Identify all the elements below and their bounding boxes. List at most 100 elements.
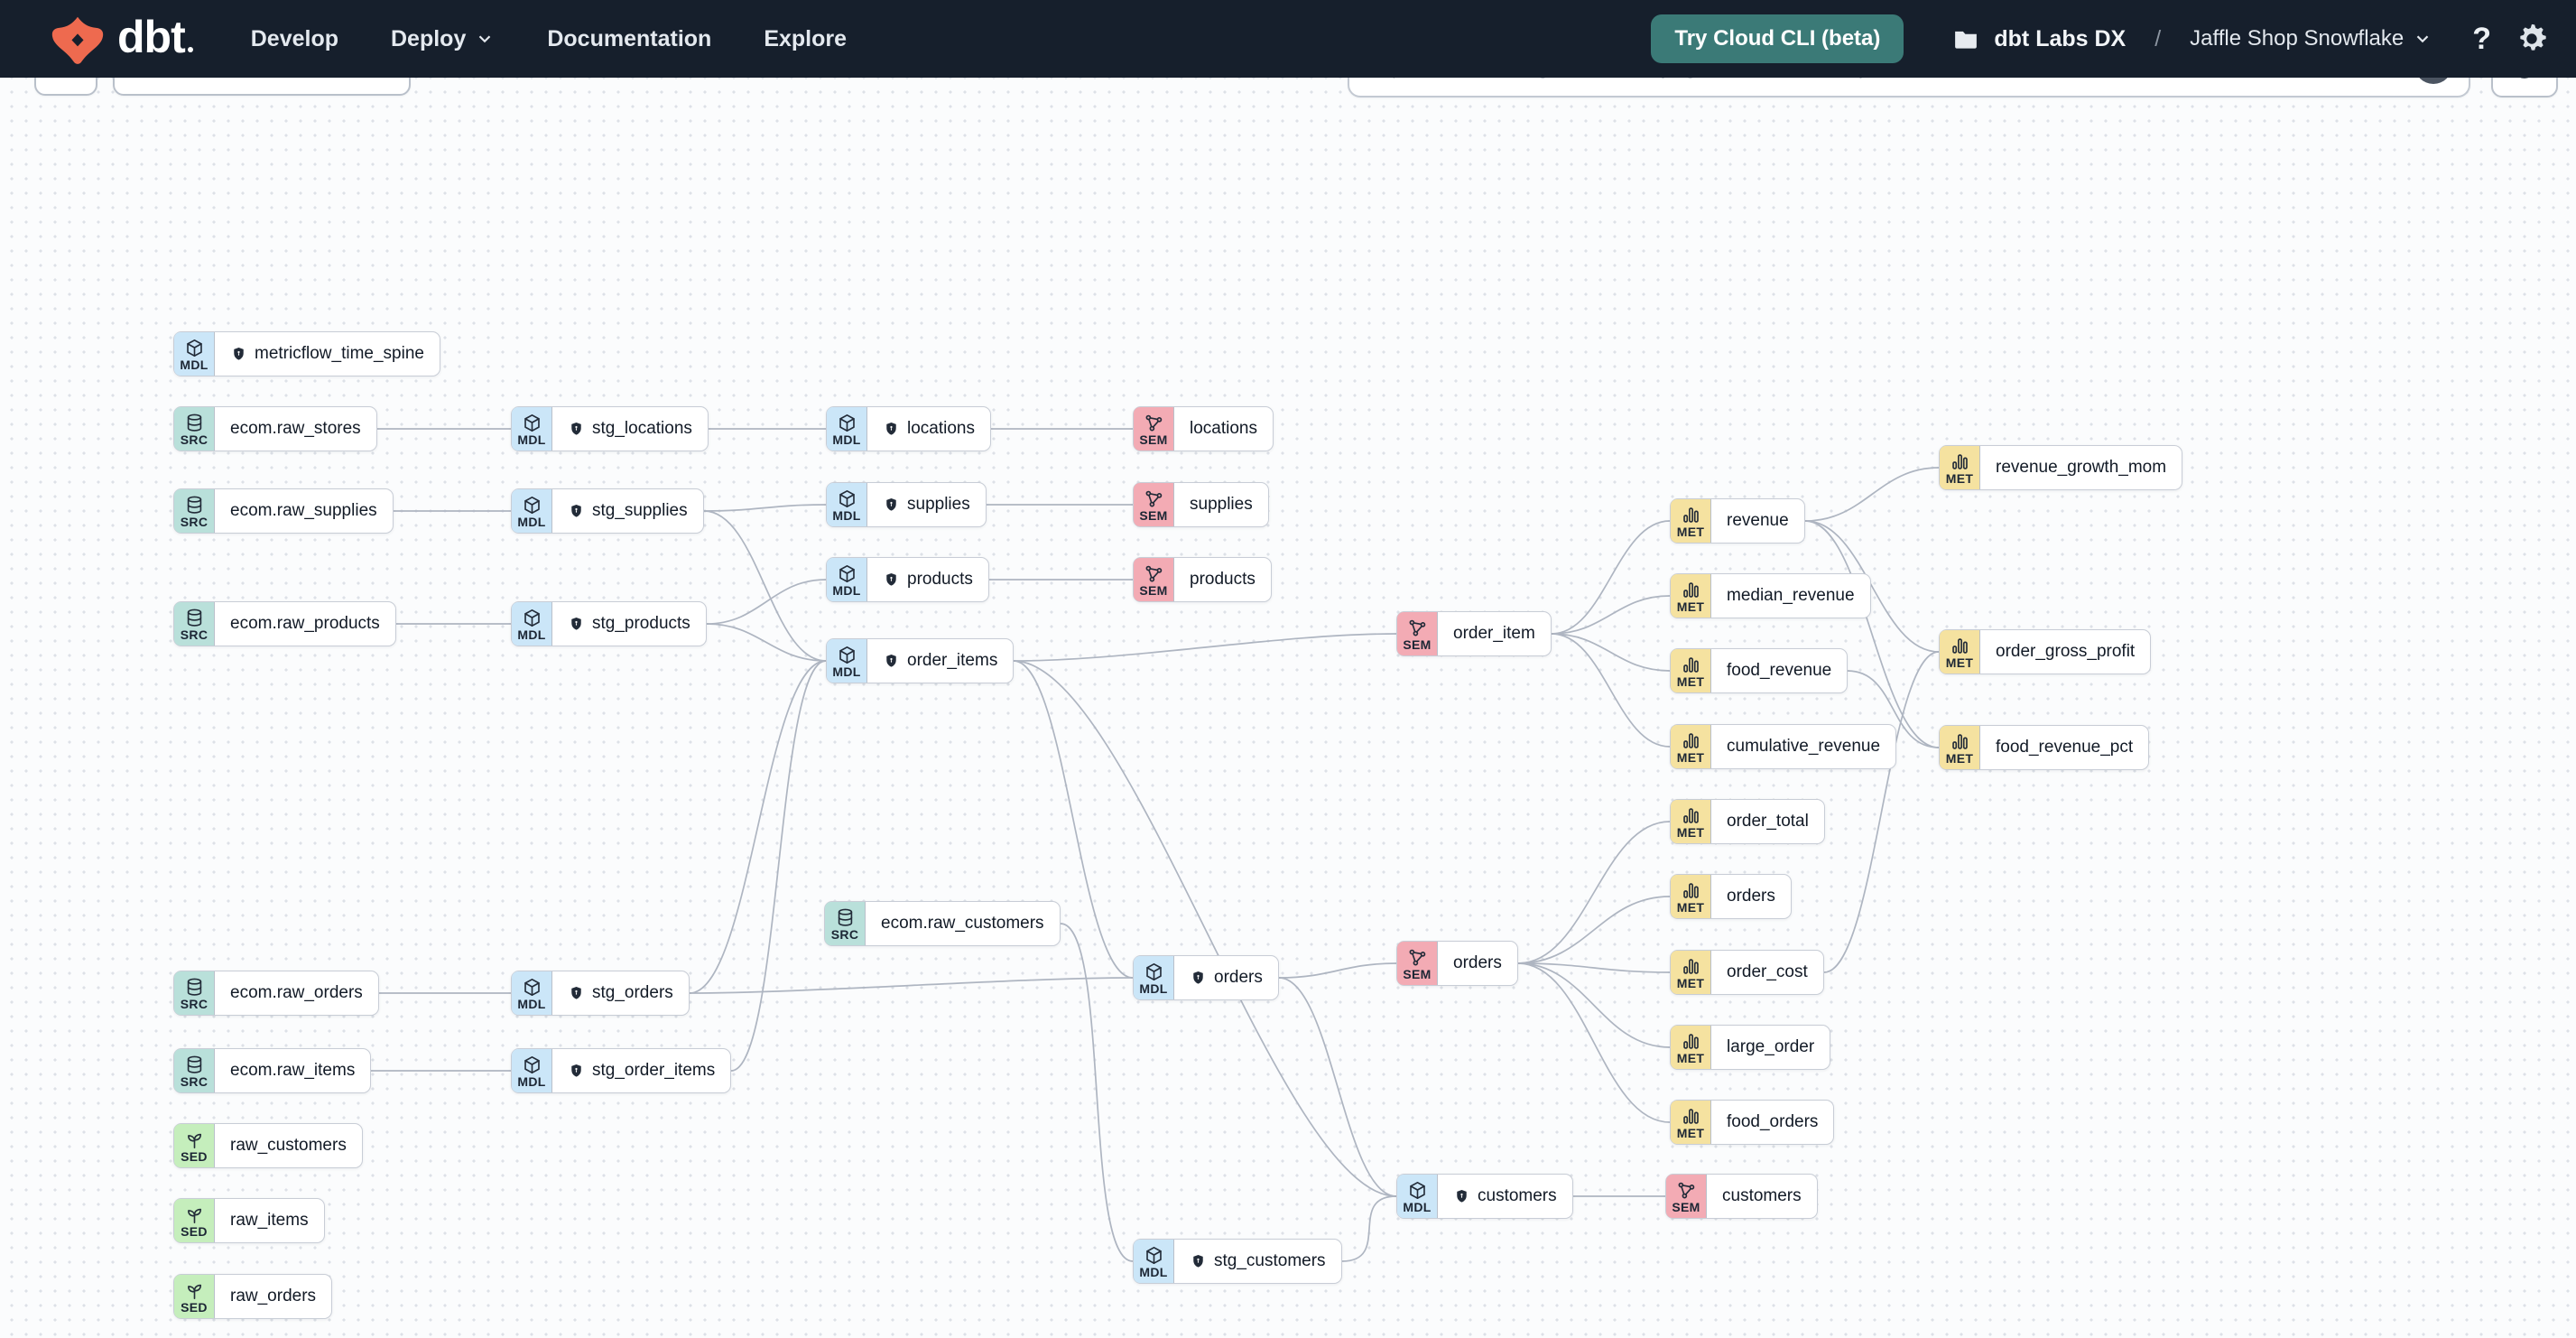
seed-icon: SED	[174, 1275, 215, 1318]
model-cube-icon: MDL	[512, 407, 552, 451]
model-cube-icon: MDL	[1397, 1175, 1438, 1218]
node-label: stg_order_items	[552, 1049, 730, 1092]
metric-icon: MET	[1940, 630, 1980, 674]
graph-node-order_gross_profit[interactable]: MET order_gross_profit	[1939, 629, 2152, 674]
folder-icon	[1955, 31, 1978, 49]
node-label: products	[867, 558, 988, 601]
node-label: orders	[1727, 887, 1775, 906]
model-cube-icon: MDL	[827, 483, 867, 526]
node-label: order_gross_profit	[1996, 642, 2136, 661]
graph-node-food_revenue[interactable]: MET food_revenue	[1670, 648, 1849, 693]
node-label: ecom.raw_stores	[230, 419, 361, 438]
semantic-model-icon: SEM	[1134, 558, 1174, 601]
graph-node-ecom.raw_products[interactable]: SRC ecom.raw_products	[173, 601, 396, 646]
source-database-icon: SRC	[174, 971, 215, 1015]
node-label: customers	[1722, 1186, 1802, 1205]
node-label: median_revenue	[1727, 586, 1855, 605]
breadcrumb-separator: /	[2154, 25, 2162, 51]
shield-icon	[571, 986, 581, 999]
node-label: food_revenue	[1727, 661, 1832, 680]
metric-icon: MET	[1671, 499, 1711, 543]
node-label: orders	[1453, 953, 1502, 972]
node-label: food_orders	[1727, 1112, 1819, 1131]
try-cloud-cli-button[interactable]: Try Cloud CLI (beta)	[1651, 14, 1904, 63]
graph-node-food_orders[interactable]: MET food_orders	[1670, 1100, 1835, 1145]
node-label: locations	[1190, 419, 1257, 438]
node-label: stg_customers	[1174, 1240, 1341, 1283]
graph-node-orders_sem[interactable]: SEM orders	[1396, 941, 1518, 986]
source-database-icon: SRC	[174, 602, 215, 646]
dbt-logo[interactable]: dbt	[51, 12, 193, 65]
nav-item-explore[interactable]: Explore	[764, 25, 848, 51]
source-database-icon: SRC	[825, 902, 866, 945]
node-label: ecom.raw_supplies	[230, 501, 377, 520]
node-label: raw_items	[230, 1211, 309, 1230]
model-cube-icon: MDL	[512, 602, 552, 646]
node-label: stg_locations	[552, 407, 708, 451]
account-name[interactable]: dbt Labs DX	[1994, 25, 2127, 51]
node-label: order_cost	[1727, 962, 1808, 981]
shield-icon	[571, 617, 581, 630]
node-label: supplies	[867, 483, 986, 526]
nav-item-documentation[interactable]: Documentation	[547, 25, 712, 51]
metric-icon: MET	[1671, 1026, 1711, 1069]
node-label: revenue_growth_mom	[1996, 458, 2167, 477]
shield-icon	[1193, 971, 1203, 984]
node-label: food_revenue_pct	[1996, 738, 2134, 757]
semantic-model-icon: SEM	[1397, 942, 1438, 985]
help-button[interactable]: ?	[2472, 21, 2491, 56]
node-label: stg_orders	[552, 971, 689, 1015]
metric-icon: MET	[1671, 1101, 1711, 1144]
nav-item-develop[interactable]: Develop	[250, 25, 338, 51]
shield-icon	[886, 654, 896, 667]
settings-button[interactable]	[2515, 22, 2549, 56]
navbar-right: Try Cloud CLI (beta) dbt Labs DX / Jaffl…	[1651, 14, 2549, 63]
metric-icon: MET	[1671, 649, 1711, 692]
project-selector[interactable]: Jaffle Shop Snowflake	[2190, 26, 2432, 51]
main-menu: Develop Deploy Documentation Explore	[251, 26, 847, 52]
nav-item-deploy[interactable]: Deploy	[391, 26, 495, 52]
shield-icon	[1193, 1254, 1203, 1268]
node-label: locations	[867, 407, 990, 451]
node-label: ecom.raw_items	[230, 1061, 356, 1080]
shield-icon	[571, 1064, 581, 1077]
node-label: ecom.raw_products	[230, 614, 380, 633]
